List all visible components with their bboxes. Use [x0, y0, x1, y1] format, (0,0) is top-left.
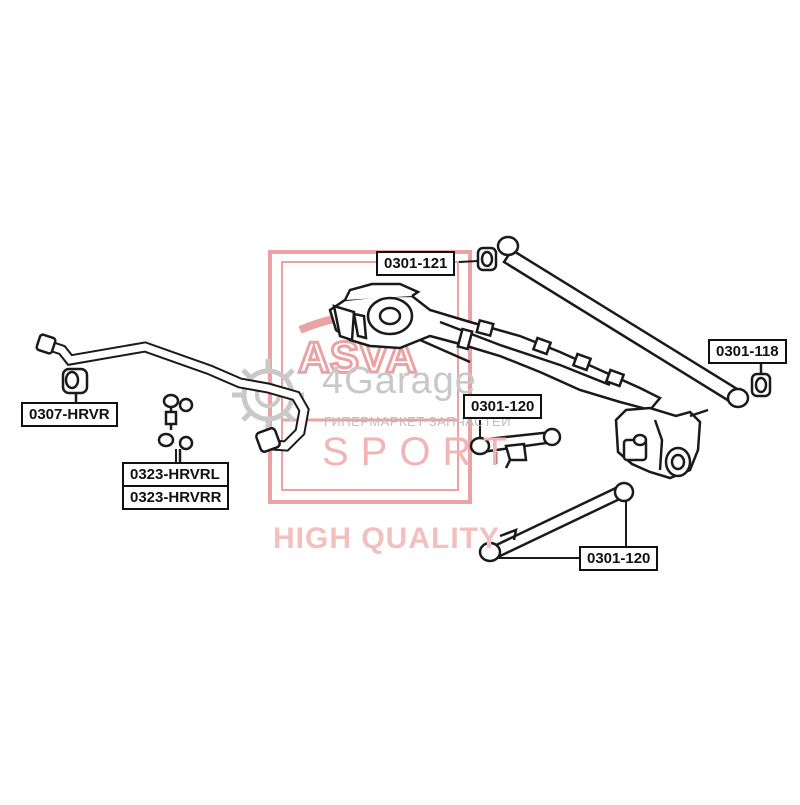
part-code-right: 0323-HRVRR — [124, 485, 228, 508]
stabilizer-bar — [35, 333, 310, 453]
rear-knuckle — [614, 406, 709, 480]
part-label-trailing-arm-bushing[interactable]: 0301-121 — [376, 251, 456, 276]
watermark-quality-text: HIGH QUALITY — [273, 522, 500, 555]
lateral-rod — [496, 235, 750, 409]
stabilizer-link — [157, 393, 194, 462]
leader-trailing-arm-bushing — [458, 260, 479, 263]
lower-arm-inner-eye — [478, 541, 502, 563]
part-code: 0301-121 — [384, 255, 448, 272]
trailing-arm-bushing — [476, 246, 498, 272]
lateral-rod-inner-eye — [496, 235, 520, 257]
watermark-sport-text: SPORT — [322, 430, 520, 474]
part-label-upper-arm-bushing[interactable]: 0301-120 — [463, 394, 543, 419]
part-code: 0301-118 — [716, 343, 779, 360]
lower-arm-outer-eye — [613, 481, 635, 503]
part-code: 0301-120 — [471, 398, 535, 415]
part-label-stabilizer-link[interactable]: 0323-HRVRL 0323-HRVRR — [122, 462, 230, 510]
stabilizer-bushing — [61, 367, 89, 406]
lower-arm — [478, 481, 635, 563]
watermark-brand-text: 4Garage — [322, 360, 477, 402]
lateral-rod-outer-eye — [726, 387, 750, 409]
part-code: 0307-HRVR — [29, 406, 110, 423]
stabilizer-bar-bushing — [255, 427, 281, 453]
part-code: 0301-120 — [587, 550, 651, 567]
part-label-lower-arm-bushing[interactable]: 0301-120 — [579, 546, 659, 571]
watermark-logo-frame — [268, 250, 472, 504]
part-label-lateral-rod-bushing[interactable]: 0301-118 — [708, 339, 787, 364]
part-code-left: 0323-HRVRL — [130, 466, 220, 483]
part-label-stabilizer-bushing[interactable]: 0307-HRVR — [21, 402, 118, 427]
